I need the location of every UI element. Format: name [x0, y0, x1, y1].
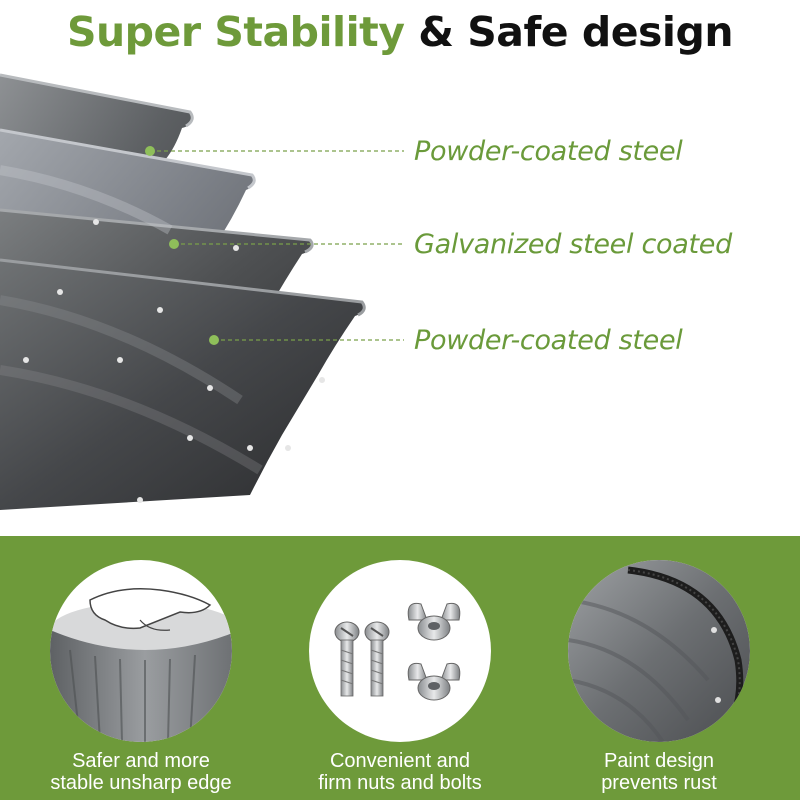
caption-line-1: Safer and more — [72, 750, 210, 772]
caption-line-1: Paint design — [603, 750, 715, 772]
feature-image-edge — [50, 560, 232, 742]
nuts-and-bolts-icon — [334, 602, 461, 701]
caption-line-2: stable unsharp edge — [50, 772, 232, 794]
page-title: Super Stability & Safe design — [0, 8, 800, 56]
layer-label-bottom: Powder-coated steel — [414, 325, 683, 356]
feature-image-bolts — [309, 560, 491, 742]
title-highlight: Super Stability — [66, 8, 405, 56]
steel-layers-illustration — [0, 70, 800, 536]
caption-line-2: prevents rust — [601, 772, 717, 794]
feature-caption-edge: Safer and more stable unsharp edge — [26, 750, 256, 794]
layer-label-middle: Galvanized steel coated — [414, 229, 732, 260]
layer-label-top: Powder-coated steel — [414, 136, 683, 167]
caption-line-1: Convenient and — [329, 750, 471, 772]
corrugated-panels-graphic — [0, 73, 404, 510]
feature-caption-bolts: Convenient and firm nuts and bolts — [285, 750, 515, 794]
rounded-edge-hand-icon — [50, 588, 232, 742]
feature-caption-paint: Paint design prevents rust — [544, 750, 774, 794]
feature-image-paint — [568, 560, 750, 742]
painted-bed-rim-icon — [568, 560, 750, 742]
caption-line-2: firm nuts and bolts — [318, 772, 482, 794]
title-rest: & Safe design — [418, 8, 734, 56]
